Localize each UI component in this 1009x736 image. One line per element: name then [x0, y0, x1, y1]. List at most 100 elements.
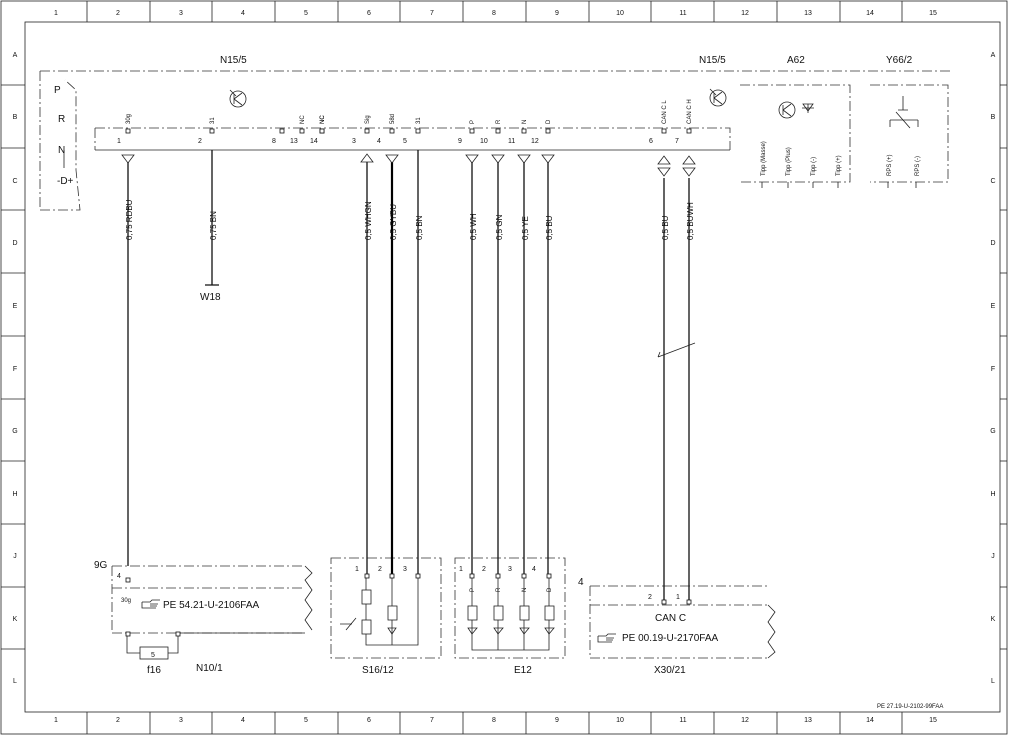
- transistor-icon-right: [709, 88, 727, 107]
- e12-pin: [495, 573, 501, 579]
- wire-label: 0,5 WH: [469, 213, 478, 240]
- e12-pin: [546, 573, 552, 579]
- column-number-bottom: 3: [179, 717, 183, 724]
- pin-signal-label: Sig: [365, 115, 371, 124]
- column-number-top: 14: [866, 10, 874, 17]
- pin-number: 10: [480, 138, 488, 145]
- pin-terminal: [469, 128, 475, 134]
- pin-signal-label: N: [522, 120, 528, 124]
- column-number-bottom: 11: [679, 717, 686, 724]
- column-number-bottom: 5: [304, 717, 308, 724]
- pin-signal-label: NC: [300, 115, 306, 124]
- x30-pin-number: 2: [648, 594, 652, 601]
- component-label-f16: f16: [147, 665, 161, 676]
- e12-pin-number: 4: [532, 566, 536, 573]
- pin-signal-label: CAN C L: [662, 100, 668, 124]
- row-letter-left: A: [13, 52, 18, 59]
- row-letter-left: B: [13, 114, 18, 121]
- row-letter-left: E: [13, 303, 18, 310]
- fuse-pin: [125, 577, 131, 583]
- column-number-bottom: 9: [555, 717, 559, 724]
- row-letter-right: D: [990, 240, 995, 247]
- x30-pin: [686, 599, 692, 605]
- component-label-a62: A62: [787, 55, 805, 66]
- pin-terminal: [521, 128, 527, 134]
- column-number-bottom: 6: [367, 717, 371, 724]
- column-number-bottom: 13: [804, 717, 812, 724]
- component-label-s16-12: S16/12: [362, 665, 394, 676]
- pin-layer: [125, 128, 692, 637]
- pin-signal-label: 58d: [390, 114, 396, 124]
- column-number-top: 13: [804, 10, 812, 17]
- wires: [127, 150, 696, 600]
- pin-terminal: [495, 128, 501, 134]
- row-letter-right: E: [991, 303, 996, 310]
- a62-pin-ticks: [761, 182, 917, 188]
- row-letter-right: C: [990, 178, 995, 185]
- row-letter-right: J: [991, 553, 995, 560]
- component-label-y66-2: Y66/2: [886, 55, 913, 66]
- component-label-e12: E12: [514, 665, 532, 676]
- a62-transistor-icon: [778, 101, 814, 119]
- component-label-n15-5: N15/5: [699, 55, 726, 66]
- fuse-reference: PE 54.21-U-2106FAA: [163, 600, 259, 611]
- drawing-reference: PE 27.19-U-2102-99FAA: [877, 704, 943, 710]
- x30-21-box: [589, 585, 776, 659]
- e12-pin-number: 3: [508, 566, 512, 573]
- wire-label: 0,75 RDBU: [125, 199, 134, 240]
- fuse-pin: [175, 631, 181, 637]
- a62-pin-label: Tipp (Masse): [761, 141, 767, 176]
- column-number-top: 5: [304, 10, 308, 17]
- wire-label: 0,5 BU: [545, 215, 554, 240]
- row-letter-right: H: [990, 491, 995, 498]
- s16-pin-number: 3: [403, 566, 407, 573]
- pin-number: 13: [290, 138, 298, 145]
- column-number-bottom: 2: [116, 717, 120, 724]
- transistor-icon-left: [229, 89, 247, 108]
- row-letter-left: H: [12, 491, 17, 498]
- pin-number: 14: [310, 138, 318, 145]
- pin-signal-label: 31: [210, 117, 216, 124]
- component-label-9g: 9G: [94, 560, 108, 571]
- e12-pin: [469, 573, 475, 579]
- pin-signal-label: 30g: [126, 114, 132, 124]
- row-letter-left: G: [12, 428, 17, 435]
- fuse-pin-number: 4: [117, 573, 121, 580]
- column-number-top: 8: [492, 10, 496, 17]
- column-number-bottom: 15: [929, 717, 937, 724]
- s16-12-box: [330, 557, 442, 659]
- pointing-hand-icon: [597, 633, 616, 643]
- column-number-top: 9: [555, 10, 559, 17]
- pin-signal-label: 31: [416, 117, 422, 124]
- y66-pin-label: RPS (+): [887, 154, 893, 176]
- s16-pin-number: 1: [355, 566, 359, 573]
- pin-signal-label: D: [546, 119, 552, 124]
- wire-label: 0,5 GYBU: [389, 204, 398, 240]
- column-number-bottom: 1: [54, 717, 58, 724]
- pin-number: 7: [675, 138, 679, 145]
- pin-terminal: [545, 128, 551, 134]
- y66-coil-icon: [889, 96, 919, 129]
- column-number-bottom: 4: [241, 717, 245, 724]
- row-letter-left: J: [13, 553, 17, 560]
- pin-terminal: [415, 128, 421, 134]
- n15-5-housing: [39, 70, 950, 211]
- pin-number: 12: [531, 138, 539, 145]
- column-number-top: 4: [241, 10, 245, 17]
- row-letter-right: F: [991, 366, 995, 373]
- column-number-top: 2: [116, 10, 120, 17]
- a62-pin-label: Tipp (Plus): [786, 147, 792, 176]
- y66-pin-label: RPS (-): [915, 156, 921, 176]
- component-label-x30-21: X30/21: [654, 665, 686, 676]
- e12-pin-signal: R: [496, 587, 502, 592]
- pin-number: 3: [352, 138, 356, 145]
- e12-box: [454, 557, 566, 659]
- column-number-top: 15: [929, 10, 937, 17]
- pin-number: 4: [377, 138, 381, 145]
- component-label-n15-5: N15/5: [220, 55, 247, 66]
- e12-pin-number: 2: [482, 566, 486, 573]
- row-letter-left: L: [13, 678, 17, 685]
- pin-terminal: [364, 128, 370, 134]
- component-label-x30-21-number: 4: [578, 577, 584, 588]
